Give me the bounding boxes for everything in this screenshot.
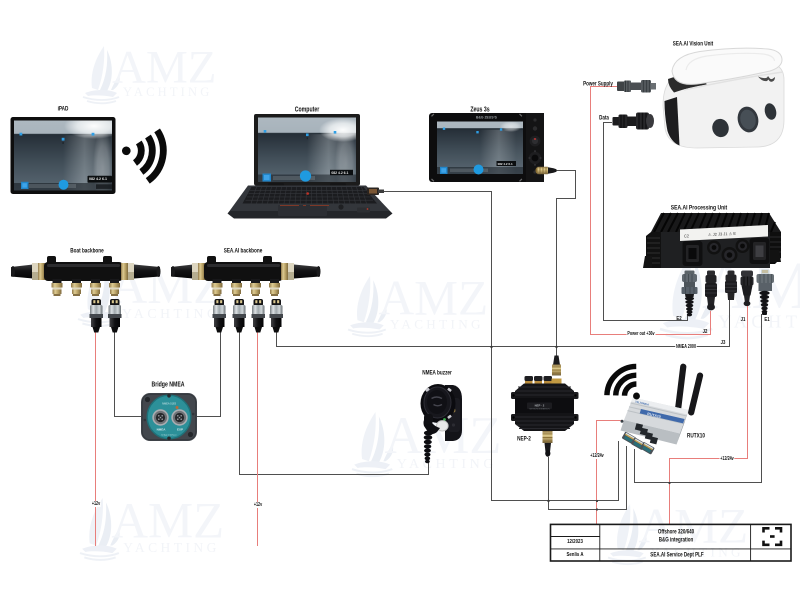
svg-text:082 4.2 6.1: 082 4.2 6.1 (331, 171, 348, 175)
svg-text:EXP: EXP (177, 428, 183, 432)
svg-text:RUTX10: RUTX10 (647, 412, 661, 419)
svg-text:bridge interface: bridge interface (161, 434, 177, 437)
svg-text:NEP - 2: NEP - 2 (535, 404, 545, 408)
svg-text:082 4.2 6.1: 082 4.2 6.1 (89, 177, 107, 181)
svg-text:B&G ZEUS³S: B&G ZEUS³S (476, 116, 498, 120)
svg-text:⚠ J2 J3 J1 ⚠ E: ⚠ J2 J3 J1 ⚠ E (708, 231, 737, 237)
svg-text:082 4.2 6.1: 082 4.2 6.1 (498, 162, 513, 166)
svg-text:NMEA: NMEA (157, 428, 167, 432)
svg-text:NMEA 0183: NMEA 0183 (162, 402, 176, 406)
svg-text:C2: C2 (684, 233, 690, 238)
svg-text:TELTONIKA: TELTONIKA (635, 400, 650, 406)
svg-text:NETWORK EXPANSION: NETWORK EXPANSION (529, 407, 550, 410)
